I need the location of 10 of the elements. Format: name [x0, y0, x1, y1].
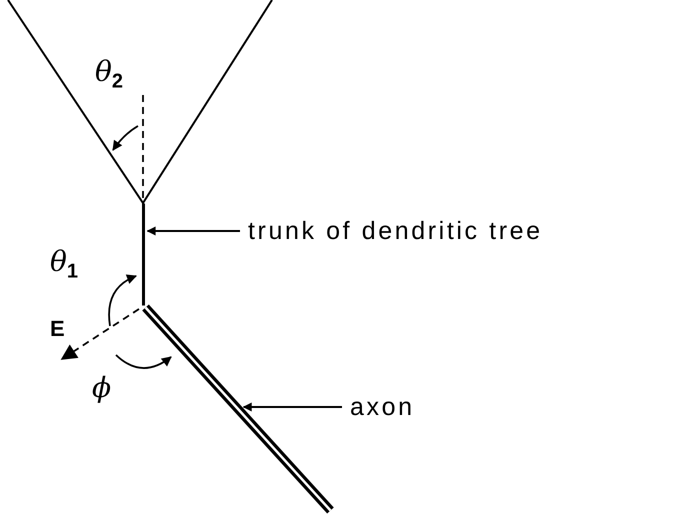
field-label: E	[50, 315, 65, 343]
leader-arrow	[242, 402, 342, 412]
angle-symbol: θ$_{1}$	[50, 246, 78, 285]
dendrite-trunk-drawing	[140, 200, 146, 308]
angle-symbol: θ$_{2}$	[95, 56, 123, 95]
leader-arrow	[146, 226, 240, 236]
axon-drawing	[140, 302, 336, 516]
part-label: trunk of dendritic tree	[248, 216, 543, 246]
part-label: axon	[350, 392, 415, 422]
angle-symbol: ϕ	[92, 372, 112, 404]
